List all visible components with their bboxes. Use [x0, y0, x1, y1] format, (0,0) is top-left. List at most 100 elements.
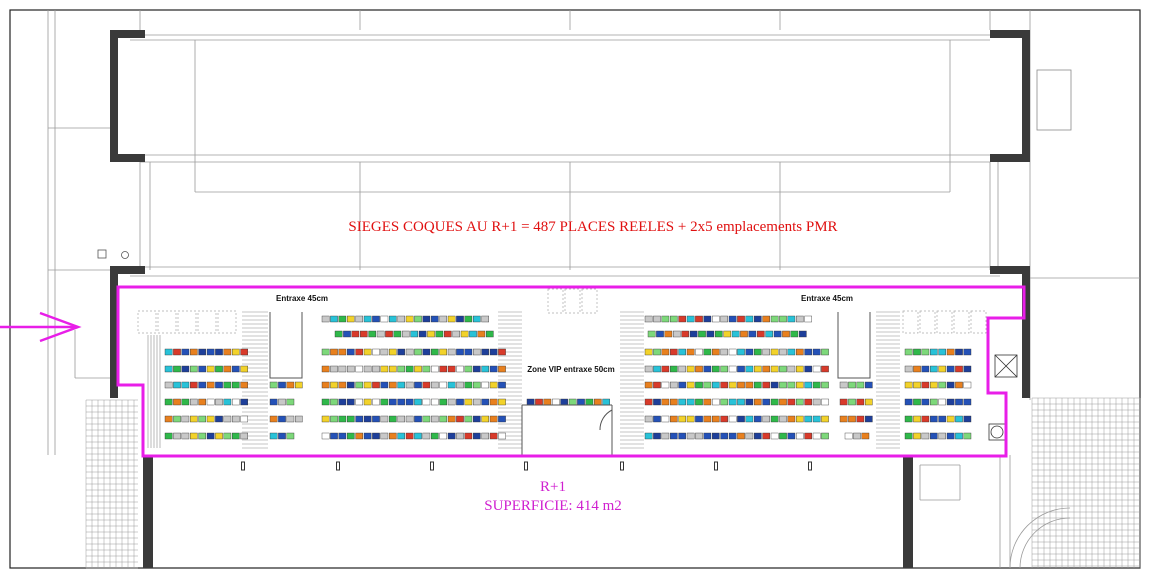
pmr-spaces: [137, 288, 987, 334]
seat: [678, 415, 686, 423]
seat: [397, 398, 406, 406]
seat: [644, 415, 653, 423]
seat: [740, 330, 748, 338]
seat: [481, 381, 490, 389]
seat: [380, 381, 389, 389]
seat: [754, 348, 762, 356]
seat: [787, 415, 796, 423]
seat: [231, 348, 240, 356]
seat: [435, 330, 444, 338]
seat: [456, 315, 464, 323]
seat: [946, 381, 955, 389]
seat: [240, 381, 249, 389]
seat: [938, 432, 946, 440]
seat: [913, 398, 921, 406]
seat: [856, 415, 865, 423]
seat: [269, 381, 278, 389]
seat: [198, 365, 207, 373]
seat: [414, 432, 422, 440]
seat: [223, 381, 232, 389]
seat: [456, 398, 464, 406]
column-post: [620, 461, 624, 471]
seat: [745, 365, 754, 373]
seat: [473, 315, 481, 323]
seat: [173, 415, 181, 423]
seat: [661, 432, 670, 440]
entrance-arrow-icon: [0, 311, 82, 343]
seat: [376, 330, 385, 338]
seat: [647, 330, 656, 338]
seat: [678, 365, 686, 373]
seat: [447, 365, 456, 373]
seat: [946, 415, 955, 423]
seat: [762, 398, 770, 406]
seat: [762, 315, 770, 323]
seat: [231, 398, 240, 406]
seat: [330, 415, 338, 423]
seat: [804, 315, 812, 323]
column-post: [524, 461, 528, 471]
seat: [330, 432, 338, 440]
seat: [938, 381, 946, 389]
grid-area-right: [1031, 397, 1141, 568]
seat: [389, 348, 397, 356]
seat: [723, 330, 731, 338]
seat: [720, 348, 728, 356]
seat: [930, 348, 938, 356]
seat: [904, 365, 913, 373]
seat: [372, 365, 380, 373]
seat: [661, 398, 670, 406]
column-post: [808, 461, 812, 471]
seat: [762, 432, 770, 440]
seat: [955, 398, 963, 406]
seat: [389, 381, 397, 389]
seat: [380, 415, 389, 423]
seat: [481, 415, 490, 423]
seat: [661, 365, 670, 373]
seat: [955, 381, 963, 389]
seat: [745, 415, 754, 423]
seat: [686, 315, 695, 323]
seat: [240, 348, 249, 356]
seat: [695, 432, 703, 440]
seat: [372, 415, 380, 423]
seat: [712, 432, 720, 440]
seat: [498, 348, 506, 356]
seat: [397, 365, 406, 373]
seat: [431, 415, 439, 423]
seat: [681, 330, 689, 338]
inner-walls: [269, 312, 871, 455]
seat: [526, 398, 535, 406]
seat: [678, 315, 686, 323]
seat: [745, 381, 754, 389]
seat: [703, 365, 712, 373]
seat: [839, 415, 848, 423]
seat: [856, 381, 865, 389]
seat: [821, 398, 829, 406]
seat: [731, 330, 740, 338]
seat: [821, 415, 829, 423]
seat: [664, 330, 673, 338]
seat: [552, 398, 560, 406]
seat: [804, 398, 812, 406]
seat: [848, 398, 856, 406]
seat: [585, 398, 594, 406]
seat: [779, 348, 787, 356]
seat: [745, 348, 754, 356]
seat: [703, 348, 712, 356]
seat: [853, 432, 861, 440]
seat: [198, 381, 207, 389]
seat: [913, 415, 921, 423]
seat: [921, 365, 930, 373]
seat: [812, 415, 821, 423]
seat: [560, 398, 568, 406]
seat: [745, 315, 754, 323]
seat: [770, 381, 779, 389]
seat: [477, 330, 486, 338]
seat: [670, 365, 678, 373]
seat: [355, 348, 364, 356]
seat: [363, 432, 372, 440]
seat: [215, 398, 223, 406]
seat: [762, 415, 770, 423]
seat: [164, 348, 173, 356]
